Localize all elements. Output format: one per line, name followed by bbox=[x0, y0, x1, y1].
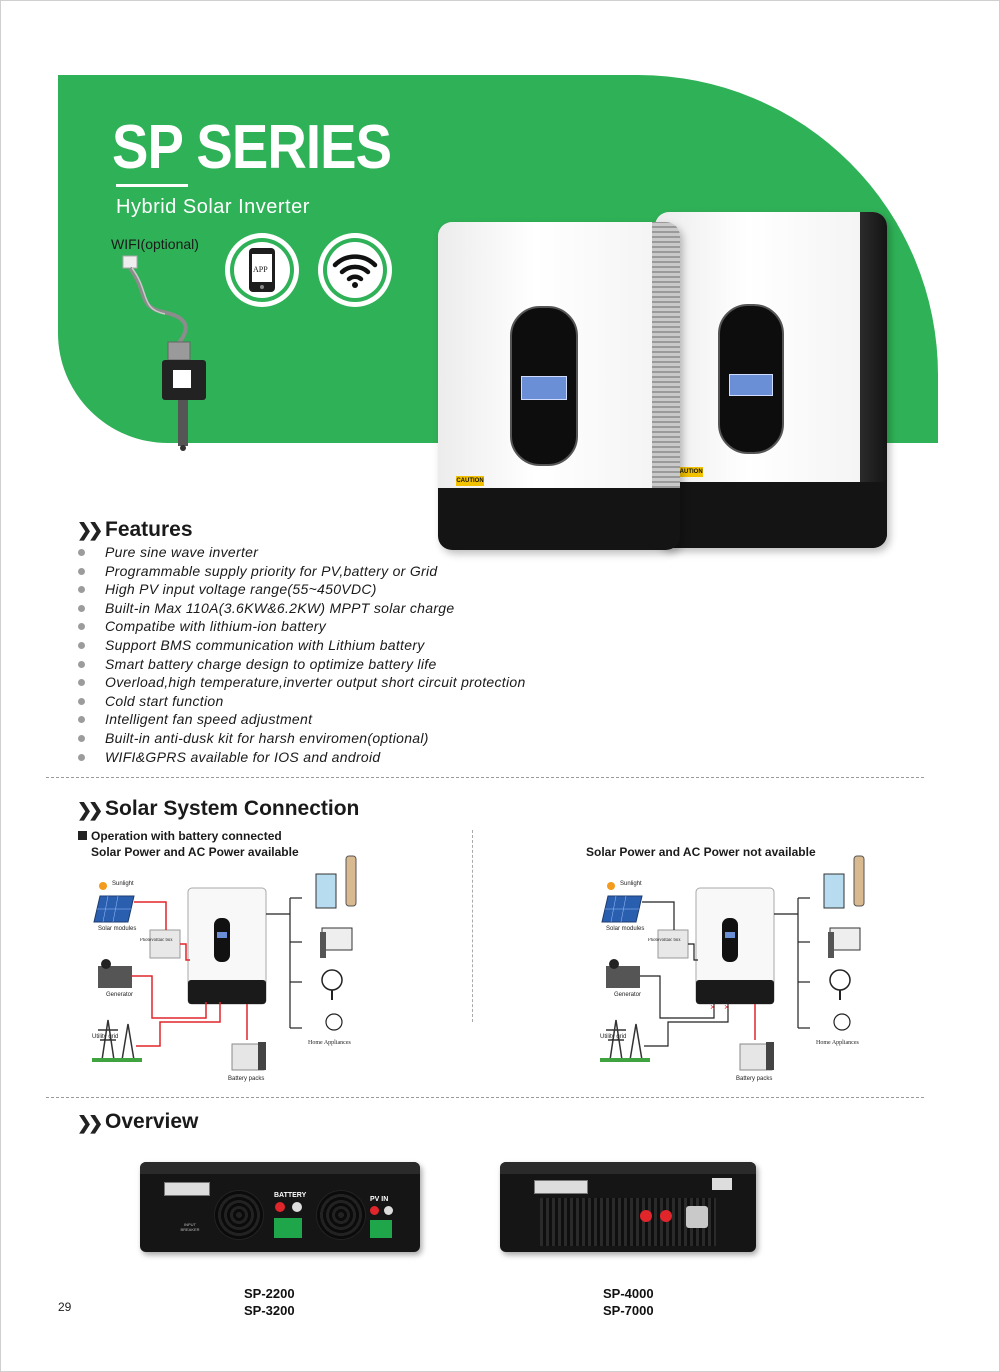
feature-item: Pure sine wave inverter bbox=[78, 543, 526, 562]
overview-heading: Overview bbox=[105, 1110, 199, 1133]
sunlight-label: Sunlight bbox=[620, 881, 642, 887]
pv-box-label: Photovoltaic box bbox=[648, 938, 681, 943]
feature-item: Overload,high temperature,inverter outpu… bbox=[78, 673, 526, 692]
features-arrow-icon: ❯❯ bbox=[77, 520, 103, 540]
app-phone-icon: APP bbox=[225, 233, 299, 307]
battery-packs-label: Battery packs bbox=[228, 1076, 265, 1082]
series-title: SP SERIES bbox=[112, 113, 392, 182]
solar-modules-label: Solar modules bbox=[606, 926, 645, 932]
model-name: SP-3200 bbox=[244, 1303, 295, 1318]
series-subtitle: Hybrid Solar Inverter bbox=[116, 196, 310, 218]
model-name: SP-2200 bbox=[244, 1286, 295, 1301]
input-breaker-label: INPUT BREAKER bbox=[180, 1222, 200, 1232]
svg-text:×: × bbox=[710, 1002, 715, 1012]
home-appliances-label: Home Appliances bbox=[816, 1040, 859, 1046]
model-name: SP-4000 bbox=[603, 1286, 654, 1301]
sunlight-label: Sunlight bbox=[112, 881, 134, 887]
feature-item: Built-in anti-dusk kit for harsh envirom… bbox=[78, 729, 526, 748]
feature-item: Cold start function bbox=[78, 692, 526, 711]
caution-sticker-back: CAUTION bbox=[675, 467, 703, 477]
section-divider bbox=[46, 1097, 924, 1098]
home-appliances-label: Home Appliances bbox=[308, 1040, 351, 1046]
page-number: 29 bbox=[58, 1300, 72, 1314]
left-label-text: Operation with battery connected bbox=[91, 829, 282, 843]
pv-in-label: PV IN bbox=[370, 1196, 389, 1203]
generator-label: Generator bbox=[614, 992, 642, 998]
model-name: SP-7000 bbox=[603, 1303, 654, 1318]
generator-label: Generator bbox=[106, 992, 134, 998]
wifi-optional-label: WIFI(optional) bbox=[111, 236, 199, 252]
overview-panel-large bbox=[500, 1162, 756, 1252]
feature-item: Smart battery charge design to optimize … bbox=[78, 655, 526, 674]
right-connection-diagram: × × Sunlight Solar modules Photovoltaic … bbox=[596, 852, 886, 1092]
inverter-image-front: CAUTION bbox=[438, 222, 680, 550]
solar-modules-label: Solar modules bbox=[98, 926, 137, 932]
wifi-dongle-image bbox=[122, 255, 206, 451]
feature-item: High PV input voltage range(55~450VDC) bbox=[78, 580, 526, 599]
solar-arrow-icon: ❯❯ bbox=[77, 800, 103, 820]
features-heading: Features bbox=[105, 518, 193, 541]
pv-box-label: Photovoltaic box bbox=[140, 938, 173, 943]
utility-grid-label: Utility grid bbox=[600, 1034, 627, 1040]
section-divider bbox=[46, 777, 924, 778]
app-label: APP bbox=[253, 265, 268, 274]
wifi-icon bbox=[318, 233, 392, 307]
svg-text:×: × bbox=[724, 1002, 729, 1012]
feature-item: Built-in Max 110A(3.6KW&6.2KW) MPPT sola… bbox=[78, 599, 526, 618]
feature-item: Intelligent fan speed adjustment bbox=[78, 710, 526, 729]
right-model-names: SP-4000 SP-7000 bbox=[603, 1285, 654, 1319]
diagram-separator bbox=[472, 830, 473, 1022]
right-diagram-label: Solar Power and AC Power not available bbox=[586, 845, 816, 859]
solar-heading: Solar System Connection bbox=[105, 797, 360, 820]
battery-packs-label: Battery packs bbox=[736, 1076, 773, 1082]
feature-item: WIFI&GPRS available for IOS and android bbox=[78, 748, 526, 767]
features-list: Pure sine wave inverter Programmable sup… bbox=[78, 543, 526, 766]
utility-grid-label: Utility grid bbox=[92, 1034, 119, 1040]
left-diagram-label-2: Solar Power and AC Power available bbox=[91, 845, 299, 859]
feature-item: Programmable supply priority for PV,batt… bbox=[78, 562, 526, 581]
title-underline bbox=[116, 184, 188, 187]
overview-panel-small: BATTERY PV IN INPUT BREAKER bbox=[140, 1162, 420, 1252]
caution-sticker-front: CAUTION bbox=[456, 476, 484, 486]
feature-item: Compatibe with lithium-ion battery bbox=[78, 617, 526, 636]
battery-terminal-label: BATTERY bbox=[274, 1192, 307, 1199]
feature-item: Support BMS communication with Lithium b… bbox=[78, 636, 526, 655]
overview-arrow-icon: ❯❯ bbox=[77, 1113, 103, 1133]
left-model-names: SP-2200 SP-3200 bbox=[244, 1285, 295, 1319]
left-connection-diagram: Sunlight Solar modules Photovoltaic box … bbox=[88, 852, 378, 1092]
left-diagram-label-1: Operation with battery connected bbox=[78, 829, 282, 843]
inverter-image-back: CAUTION bbox=[655, 212, 887, 548]
